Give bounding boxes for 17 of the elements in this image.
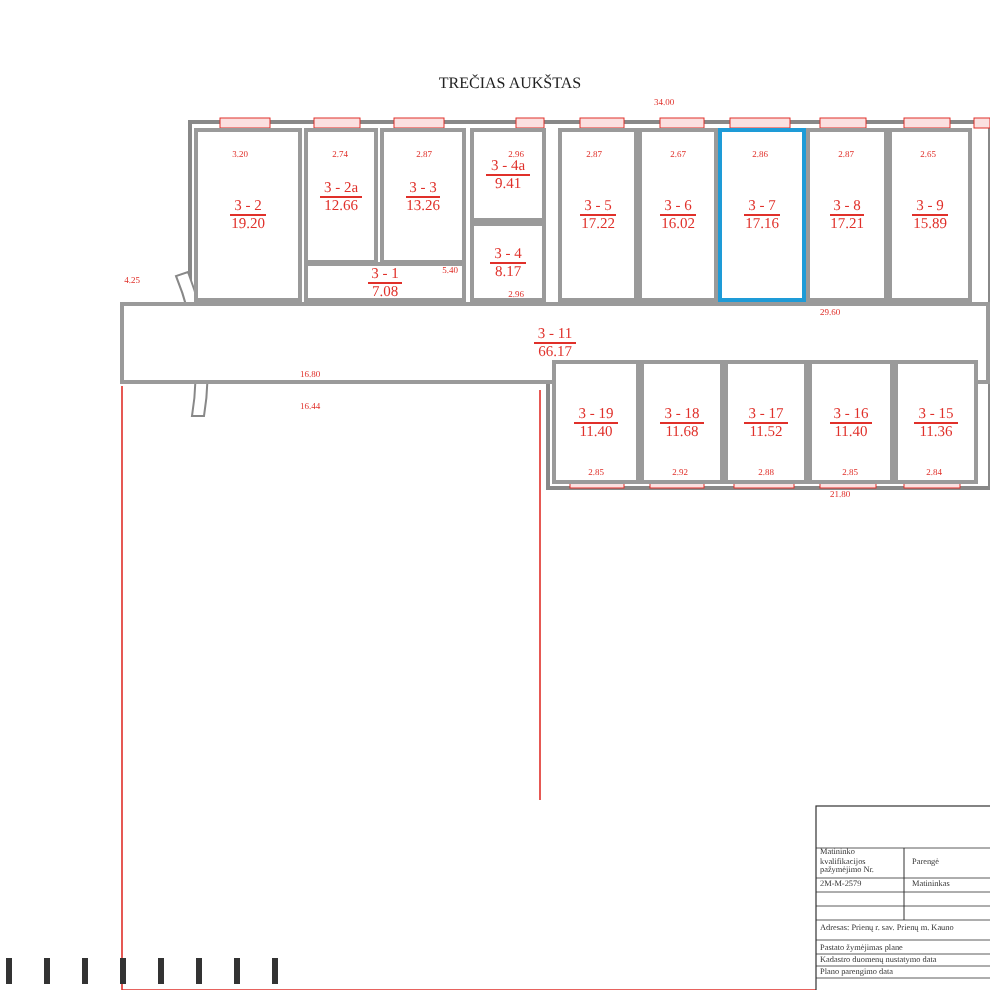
floor-title: TREČIAS AUKŠTAS <box>436 74 584 92</box>
room-outline <box>304 128 378 264</box>
room-outline <box>470 128 546 222</box>
room-outline <box>558 128 638 302</box>
room-outline <box>470 222 546 302</box>
room-outline <box>718 128 806 302</box>
room-outline <box>894 360 978 484</box>
room-outline <box>806 128 888 302</box>
room-outline <box>304 262 466 302</box>
room-outline <box>640 360 724 484</box>
room-outline <box>808 360 894 484</box>
room-outline <box>552 360 640 484</box>
room-outline <box>888 128 972 302</box>
room-outline <box>380 128 466 264</box>
room-outline <box>724 360 808 484</box>
room-outline <box>194 128 302 302</box>
room-outline <box>638 128 718 302</box>
